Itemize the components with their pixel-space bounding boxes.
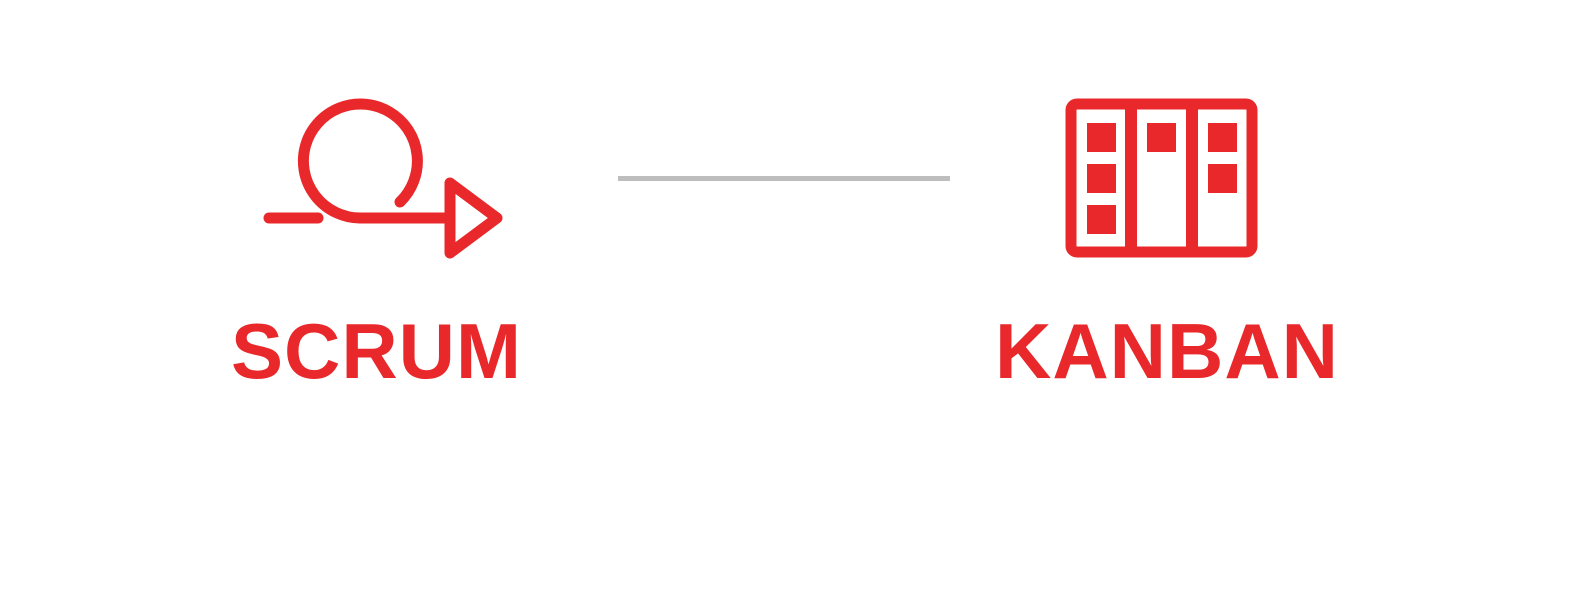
divider-line [618,176,950,181]
kanban-label: KANBAN [995,307,1339,395]
kanban-board-icon [1065,98,1258,258]
scrum-cycle-arrow-icon [263,98,503,259]
scrum-label: SCRUM [231,307,522,395]
